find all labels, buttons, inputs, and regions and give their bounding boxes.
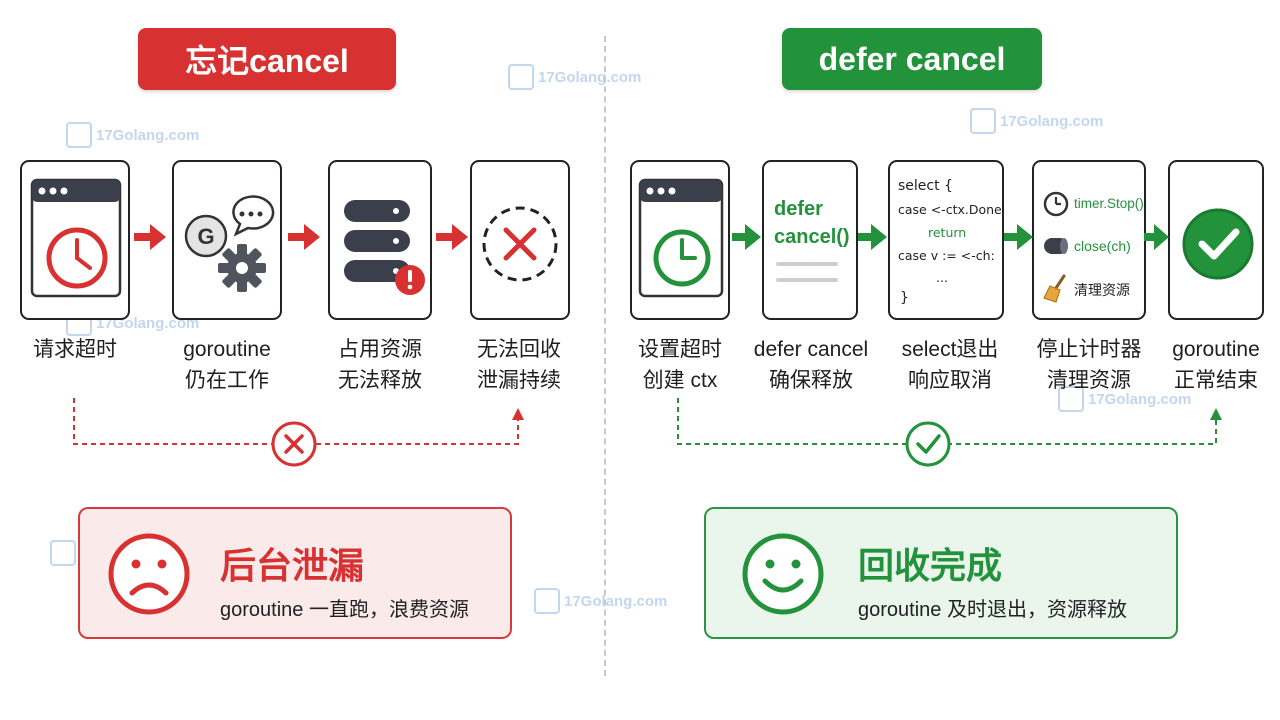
watermark: 17Golang.com: [66, 122, 199, 148]
step-card-resources: [328, 160, 432, 320]
code-placeholder-line: [776, 262, 838, 266]
step-card-leak: [470, 160, 570, 320]
flow-arrow: [134, 224, 166, 250]
watermark-logo-icon: [508, 64, 534, 90]
step-caption: select退出响应取消: [901, 338, 999, 392]
server-alert-icon: [344, 200, 425, 295]
step-caption: 占用资源无法释放: [338, 338, 422, 392]
right-result-box: 回收完成 goroutine 及时退出，资源释放: [704, 507, 1178, 639]
step-caption: 设置超时创建 ctx: [638, 338, 722, 392]
step-card-defer: defer cancel(): [762, 160, 858, 320]
watermark-logo-icon: [50, 540, 76, 566]
flow-arrow: [288, 224, 320, 250]
watermark: 17Golang.com: [1058, 386, 1191, 412]
result-text: goroutine 一直跑，浪费资源: [220, 599, 469, 621]
defer-keyword: defer: [774, 198, 823, 220]
result-title: 后台泄漏: [220, 545, 365, 586]
channel-icon: [1044, 238, 1068, 254]
code-placeholder-line: [776, 278, 838, 282]
result-title: 回收完成: [858, 545, 1003, 586]
step-card-cleanup: timer.Stop() close(ch) 清理资源: [1032, 160, 1146, 320]
left-title: 忘记cancel: [138, 28, 396, 90]
flow-arrow: [732, 224, 761, 250]
center-divider: [604, 36, 606, 676]
clock-icon: [46, 227, 108, 289]
step-card-goroutine: G: [172, 160, 282, 320]
watermark: 17Golang.com: [534, 588, 667, 614]
smile-face-icon: [742, 533, 824, 615]
timer-icon: [1043, 191, 1069, 217]
watermark: 17Golang.com: [970, 108, 1103, 134]
result-text: goroutine 及时退出，资源释放: [858, 599, 1127, 621]
defer-call: cancel(): [774, 226, 850, 248]
check-mark-icon: [905, 421, 951, 467]
watermark: 17Golang.com: [508, 64, 641, 90]
step-caption: 请求超时: [33, 338, 117, 361]
right-loop-connector: [677, 398, 1222, 467]
sad-face-icon: [108, 533, 190, 615]
left-result-box: 后台泄漏 goroutine 一直跑，浪费资源: [78, 507, 512, 639]
step-card-set-timeout: [630, 160, 730, 320]
svg-text:G: G: [197, 224, 214, 249]
step-caption: 无法回收泄漏持续: [477, 338, 561, 392]
watermark-logo-icon: [534, 588, 560, 614]
x-circle-icon: [271, 421, 317, 467]
dashed-x-icon: [482, 206, 558, 282]
watermark-logo-icon: [1058, 386, 1084, 412]
clock-icon: [653, 229, 711, 287]
watermark-logo-icon: [970, 108, 996, 134]
left-loop-connector: [73, 398, 524, 467]
flow-arrow: [1004, 224, 1033, 250]
flow-arrow: [858, 224, 887, 250]
step-caption: 停止计时器清理资源: [1036, 338, 1142, 392]
chat-gear-icon: G: [184, 195, 275, 292]
step-card-done: [1168, 160, 1264, 320]
flow-arrow: [436, 224, 468, 250]
check-circle-icon: [1182, 208, 1254, 280]
watermark-logo-icon: [66, 122, 92, 148]
step-card-timeout: [20, 160, 130, 320]
broom-icon: [1043, 274, 1066, 303]
step-card-select: select { case <-ctx.Done(): return case …: [888, 160, 1004, 320]
right-title: defer cancel: [782, 28, 1042, 90]
flow-arrow: [1144, 224, 1169, 250]
